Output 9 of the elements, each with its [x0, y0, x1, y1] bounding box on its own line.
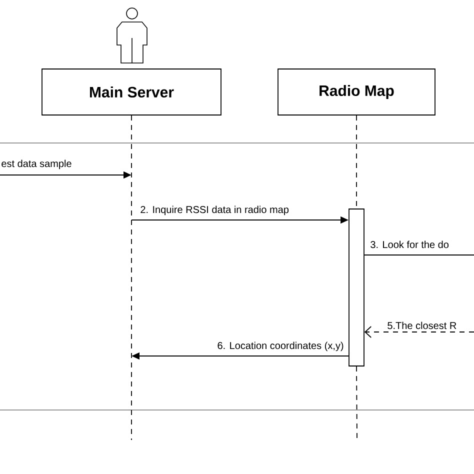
lifeline: [356, 115, 357, 209]
activation-bar: [348, 208, 364, 366]
person-figure: [116, 8, 148, 64]
message-line: [364, 254, 474, 256]
lifeline-box: Radio Map: [278, 68, 436, 116]
message-arrow: [364, 326, 474, 338]
edge-label: 5.The closest R: [386, 320, 458, 330]
edge-label: 3. Look for the do: [369, 240, 450, 250]
lifeline: [356, 366, 358, 440]
